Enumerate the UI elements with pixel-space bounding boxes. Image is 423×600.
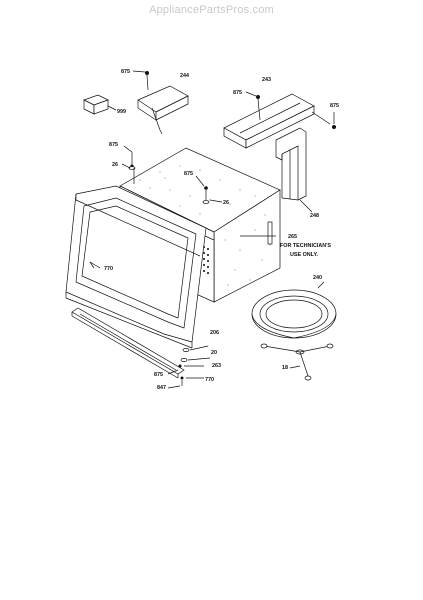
callout-26a: 26: [112, 162, 118, 168]
callout-875f: 875: [154, 372, 163, 378]
callout-770b: 770: [205, 377, 214, 383]
callout-243: 243: [262, 77, 271, 83]
callout-206: 206: [210, 330, 219, 336]
screw-875-top-left: [132, 70, 149, 91]
turntable-240: [251, 281, 337, 339]
top-cover-243: [223, 93, 315, 149]
callout-tech-note-1: FOR TECHNICIAN'S: [280, 243, 331, 249]
roller-support-18: [260, 343, 334, 381]
callout-265: 265: [288, 234, 297, 240]
callout-875d: 875: [109, 142, 118, 148]
callout-875b: 875: [233, 90, 242, 96]
bottom-hardware: [167, 345, 211, 389]
callout-20: 20: [211, 350, 217, 356]
callout-26b: 26: [223, 200, 229, 206]
callout-875e: 875: [184, 171, 193, 177]
callout-875a: 875: [121, 69, 130, 75]
callout-tech-note-2: USE ONLY.: [290, 252, 318, 258]
callout-847: 847: [157, 385, 166, 391]
bracket-248: [275, 127, 313, 213]
top-cover-244: [137, 85, 189, 135]
watermark-text: AppliancePartsPros.com: [149, 4, 274, 16]
callout-244: 244: [180, 73, 189, 79]
callout-240: 240: [313, 275, 322, 281]
block-999: [83, 94, 117, 115]
door-frame: [65, 185, 207, 349]
screw-875-top-right-a: [245, 91, 261, 121]
bottom-trim-strip: [71, 307, 185, 379]
callout-770a: 770: [104, 266, 113, 272]
callout-263: 263: [212, 363, 221, 369]
callout-875c: 875: [330, 103, 339, 109]
callout-248: 248: [310, 213, 319, 219]
callout-999: 999: [117, 109, 126, 115]
screw-875-top-right-b: [311, 111, 336, 129]
callout-18: 18: [282, 365, 288, 371]
